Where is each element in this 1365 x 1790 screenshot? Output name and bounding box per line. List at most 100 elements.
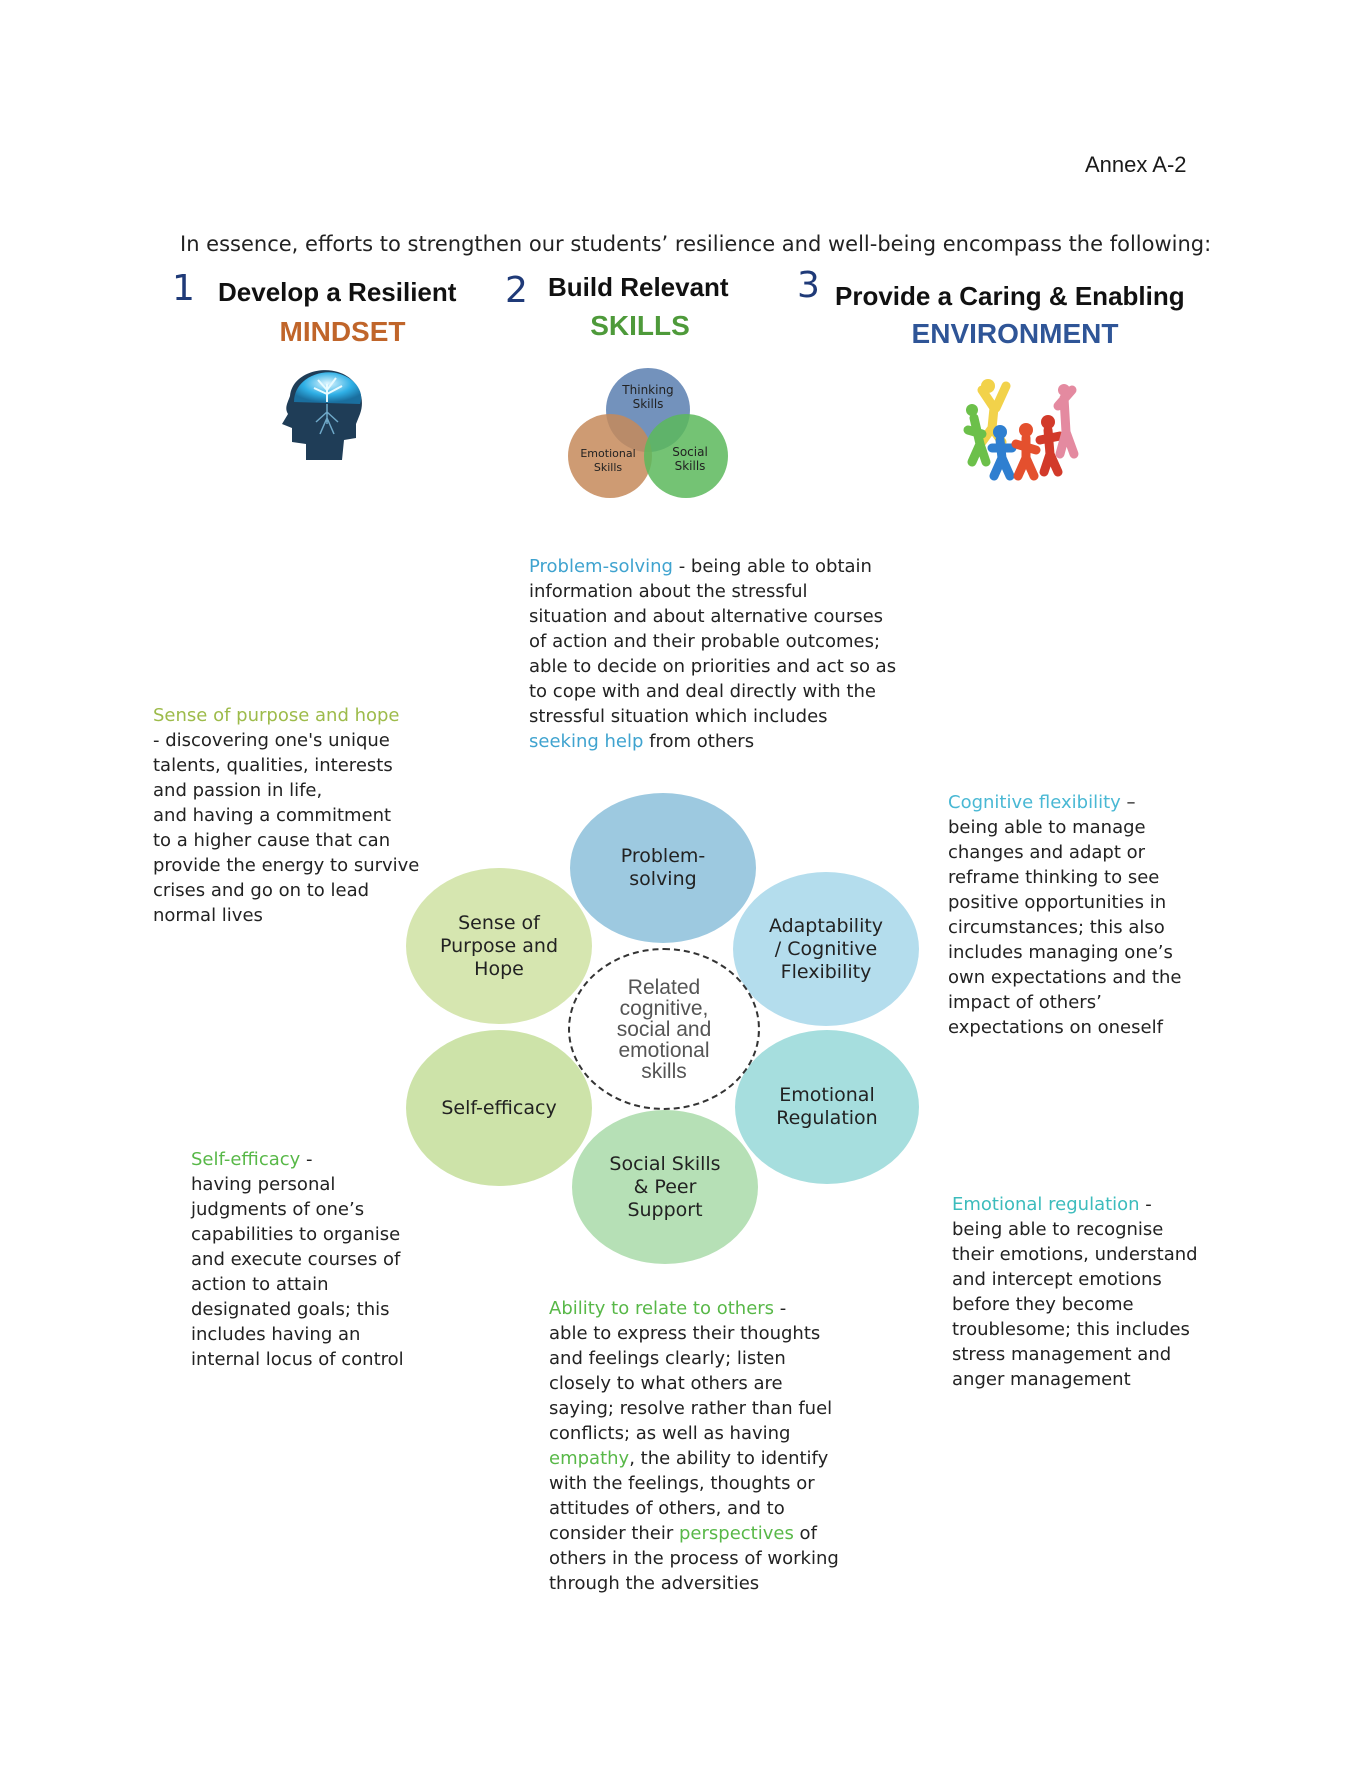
venn-social-label-2: Skills [675, 459, 706, 473]
center-related-skills: Related cognitive, social and emotional … [568, 948, 760, 1110]
relate-desc-line: closely to what others are [549, 1373, 783, 1394]
problem-solving-desc-line: able to decide on priorities and act so … [529, 656, 897, 677]
relate-desc-line: others in the process of working [549, 1548, 839, 1569]
problem-solving-description: Problem-solving - being able to obtain i… [529, 554, 949, 754]
pillar-1-title: Develop a Resilient [218, 277, 457, 307]
self-efficacy-desc-line: capabilities to organise [191, 1224, 401, 1245]
relate-desc-line: with the feelings, thoughts or [549, 1473, 815, 1494]
pillar-3-number: 3 [797, 265, 820, 306]
self-efficacy-desc-line: includes having an [191, 1324, 361, 1345]
problem-solving-last-rest: from others [643, 731, 755, 752]
skills-venn-icon: Thinking Skills Emotional Skills Social … [568, 368, 728, 498]
sense-of-purpose-desc-line: and passion in life, [153, 780, 323, 801]
self-efficacy-description: Self-efficacy - having personal judgment… [191, 1147, 461, 1372]
petal-text-line: Self-efficacy [441, 1096, 557, 1119]
self-efficacy-desc-line: judgments of one’s [191, 1199, 365, 1220]
sense-of-purpose-desc-title: Sense of purpose and hope [153, 705, 400, 726]
relate-desc-line: able to express their thoughts [549, 1323, 821, 1344]
petal-text-line: / Cognitive [774, 937, 878, 960]
relate-desc-title: Ability to relate to others [549, 1298, 775, 1319]
center-text-line: skills [641, 1059, 687, 1083]
emotional-regulation-title-suffix: - [1139, 1194, 1152, 1215]
problem-solving-desc-line: information about the stressful [529, 581, 808, 602]
sense-of-purpose-desc-line: to a higher cause that can [153, 830, 391, 851]
problem-solving-desc-line: situation and about alternative courses [529, 606, 884, 627]
emotional-regulation-desc-title: Emotional regulation [952, 1194, 1140, 1215]
cognitive-flexibility-desc-line: being able to manage [948, 817, 1146, 838]
cognitive-flexibility-desc-line: expectations on oneself [948, 1017, 1163, 1038]
self-efficacy-desc-title: Self-efficacy [191, 1149, 301, 1170]
cognitive-flexibility-desc-line: positive opportunities in [948, 892, 1167, 913]
problem-solving-desc-line: of action and their probable outcomes; [529, 631, 881, 652]
petal-self-efficacy: Self-efficacy [406, 1030, 592, 1186]
center-text-line: cognitive, [619, 996, 709, 1020]
petal-text-line: Emotional [779, 1084, 875, 1106]
relate-perspectives-line: consider their perspectives of [549, 1521, 909, 1546]
problem-solving-desc-line-0: - being able to obtain [672, 556, 872, 577]
self-efficacy-title-line: Self-efficacy - [191, 1147, 461, 1172]
self-efficacy-desc-line: action to attain [191, 1274, 329, 1295]
venn-emotional-label-2: Skills [594, 461, 623, 474]
annex-label: Annex A-2 [1085, 152, 1187, 177]
empathy-highlight: empathy [549, 1448, 630, 1469]
petal-text-line: & Peer [633, 1175, 697, 1198]
problem-solving-desc-line: to cope with and deal directly with the [529, 681, 876, 702]
cognitive-flexibility-desc-line: includes managing one’s [948, 942, 1173, 963]
cognitive-flexibility-desc-line: own expectations and the [948, 967, 1182, 988]
venn-thinking-label-2: Skills [633, 397, 664, 411]
petal-text-line: solving [629, 868, 697, 890]
sense-of-purpose-desc-line: normal lives [153, 905, 263, 926]
pillar-3-keyword: ENVIRONMENT [911, 318, 1119, 349]
cognitive-flexibility-title-line: Cognitive flexibility – [948, 790, 1238, 815]
petal-text-line: Problem- [620, 845, 706, 867]
relate-title-suffix: - [774, 1298, 787, 1319]
perspectives-highlight: perspectives [678, 1523, 794, 1544]
petal-text-line: Sense of [458, 911, 540, 934]
pillar-3-title: Provide a Caring & Enabling [835, 281, 1185, 311]
petal-text-line: Hope [474, 957, 524, 980]
perspectives-line-pre: consider their [549, 1523, 679, 1544]
petal-text-line: Support [627, 1198, 703, 1221]
cognitive-flexibility-desc-line: impact of others’ [948, 992, 1102, 1013]
cognitive-flexibility-title-suffix: – [1120, 792, 1136, 813]
self-efficacy-desc-line: having personal [191, 1174, 336, 1195]
petal-text-line: Flexibility [780, 960, 872, 983]
emotional-regulation-desc-line: before they become [952, 1294, 1134, 1315]
cognitive-flexibility-desc-line: reframe thinking to see [948, 867, 1160, 888]
cognitive-flexibility-desc-line: circumstances; this also [948, 917, 1165, 938]
emotional-regulation-desc-line: being able to recognise [952, 1219, 1164, 1240]
relate-title-line: Ability to relate to others - [549, 1296, 909, 1321]
center-text-line: Related [627, 975, 701, 999]
sense-of-purpose-desc-line: and having a commitment [153, 805, 392, 826]
emotional-regulation-desc-line: troublesome; this includes [952, 1319, 1190, 1340]
emotional-regulation-description: Emotional regulation - being able to rec… [952, 1192, 1252, 1392]
seeking-help-highlight: seeking help [529, 731, 644, 752]
relate-empathy-line: empathy, the ability to identify [549, 1446, 909, 1471]
self-efficacy-desc-line: internal locus of control [191, 1349, 404, 1370]
center-text-line: emotional [618, 1038, 710, 1062]
relate-to-others-description: Ability to relate to others - able to ex… [549, 1296, 909, 1596]
relate-desc-line: attitudes of others, and to [549, 1498, 785, 1519]
petal-text-line: Adaptability [768, 914, 884, 937]
cognitive-flexibility-desc-line: changes and adapt or [948, 842, 1146, 863]
emotional-regulation-desc-line: their emotions, understand [952, 1244, 1198, 1265]
intro-text: In essence, efforts to strengthen our st… [180, 232, 1212, 256]
people-circle-icon [963, 379, 1079, 481]
relate-desc-line: conflicts; as well as having [549, 1423, 791, 1444]
emotional-regulation-title-line: Emotional regulation - [952, 1192, 1252, 1217]
sense-of-purpose-desc-line: provide the energy to survive [153, 855, 420, 876]
venn-thinking-label-1: Thinking [621, 383, 673, 397]
problem-solving-line-1: Problem-solving - being able to obtain [529, 554, 949, 579]
problem-solving-last-line: seeking help from others [529, 729, 949, 754]
petal-text-line: Regulation [776, 1107, 878, 1129]
self-efficacy-title-suffix: - [300, 1149, 313, 1170]
petal-text-line: Purpose and [439, 934, 559, 957]
sense-of-purpose-desc-line: crises and go on to lead [153, 880, 370, 901]
relate-desc-line: and feelings clearly; listen [549, 1348, 786, 1369]
pillar-2-number: 2 [505, 270, 528, 311]
problem-solving-desc-line: stressful situation which includes [529, 706, 828, 727]
empathy-line-rest: , the ability to identify [629, 1448, 829, 1469]
pillar-1-number: 1 [172, 268, 195, 309]
